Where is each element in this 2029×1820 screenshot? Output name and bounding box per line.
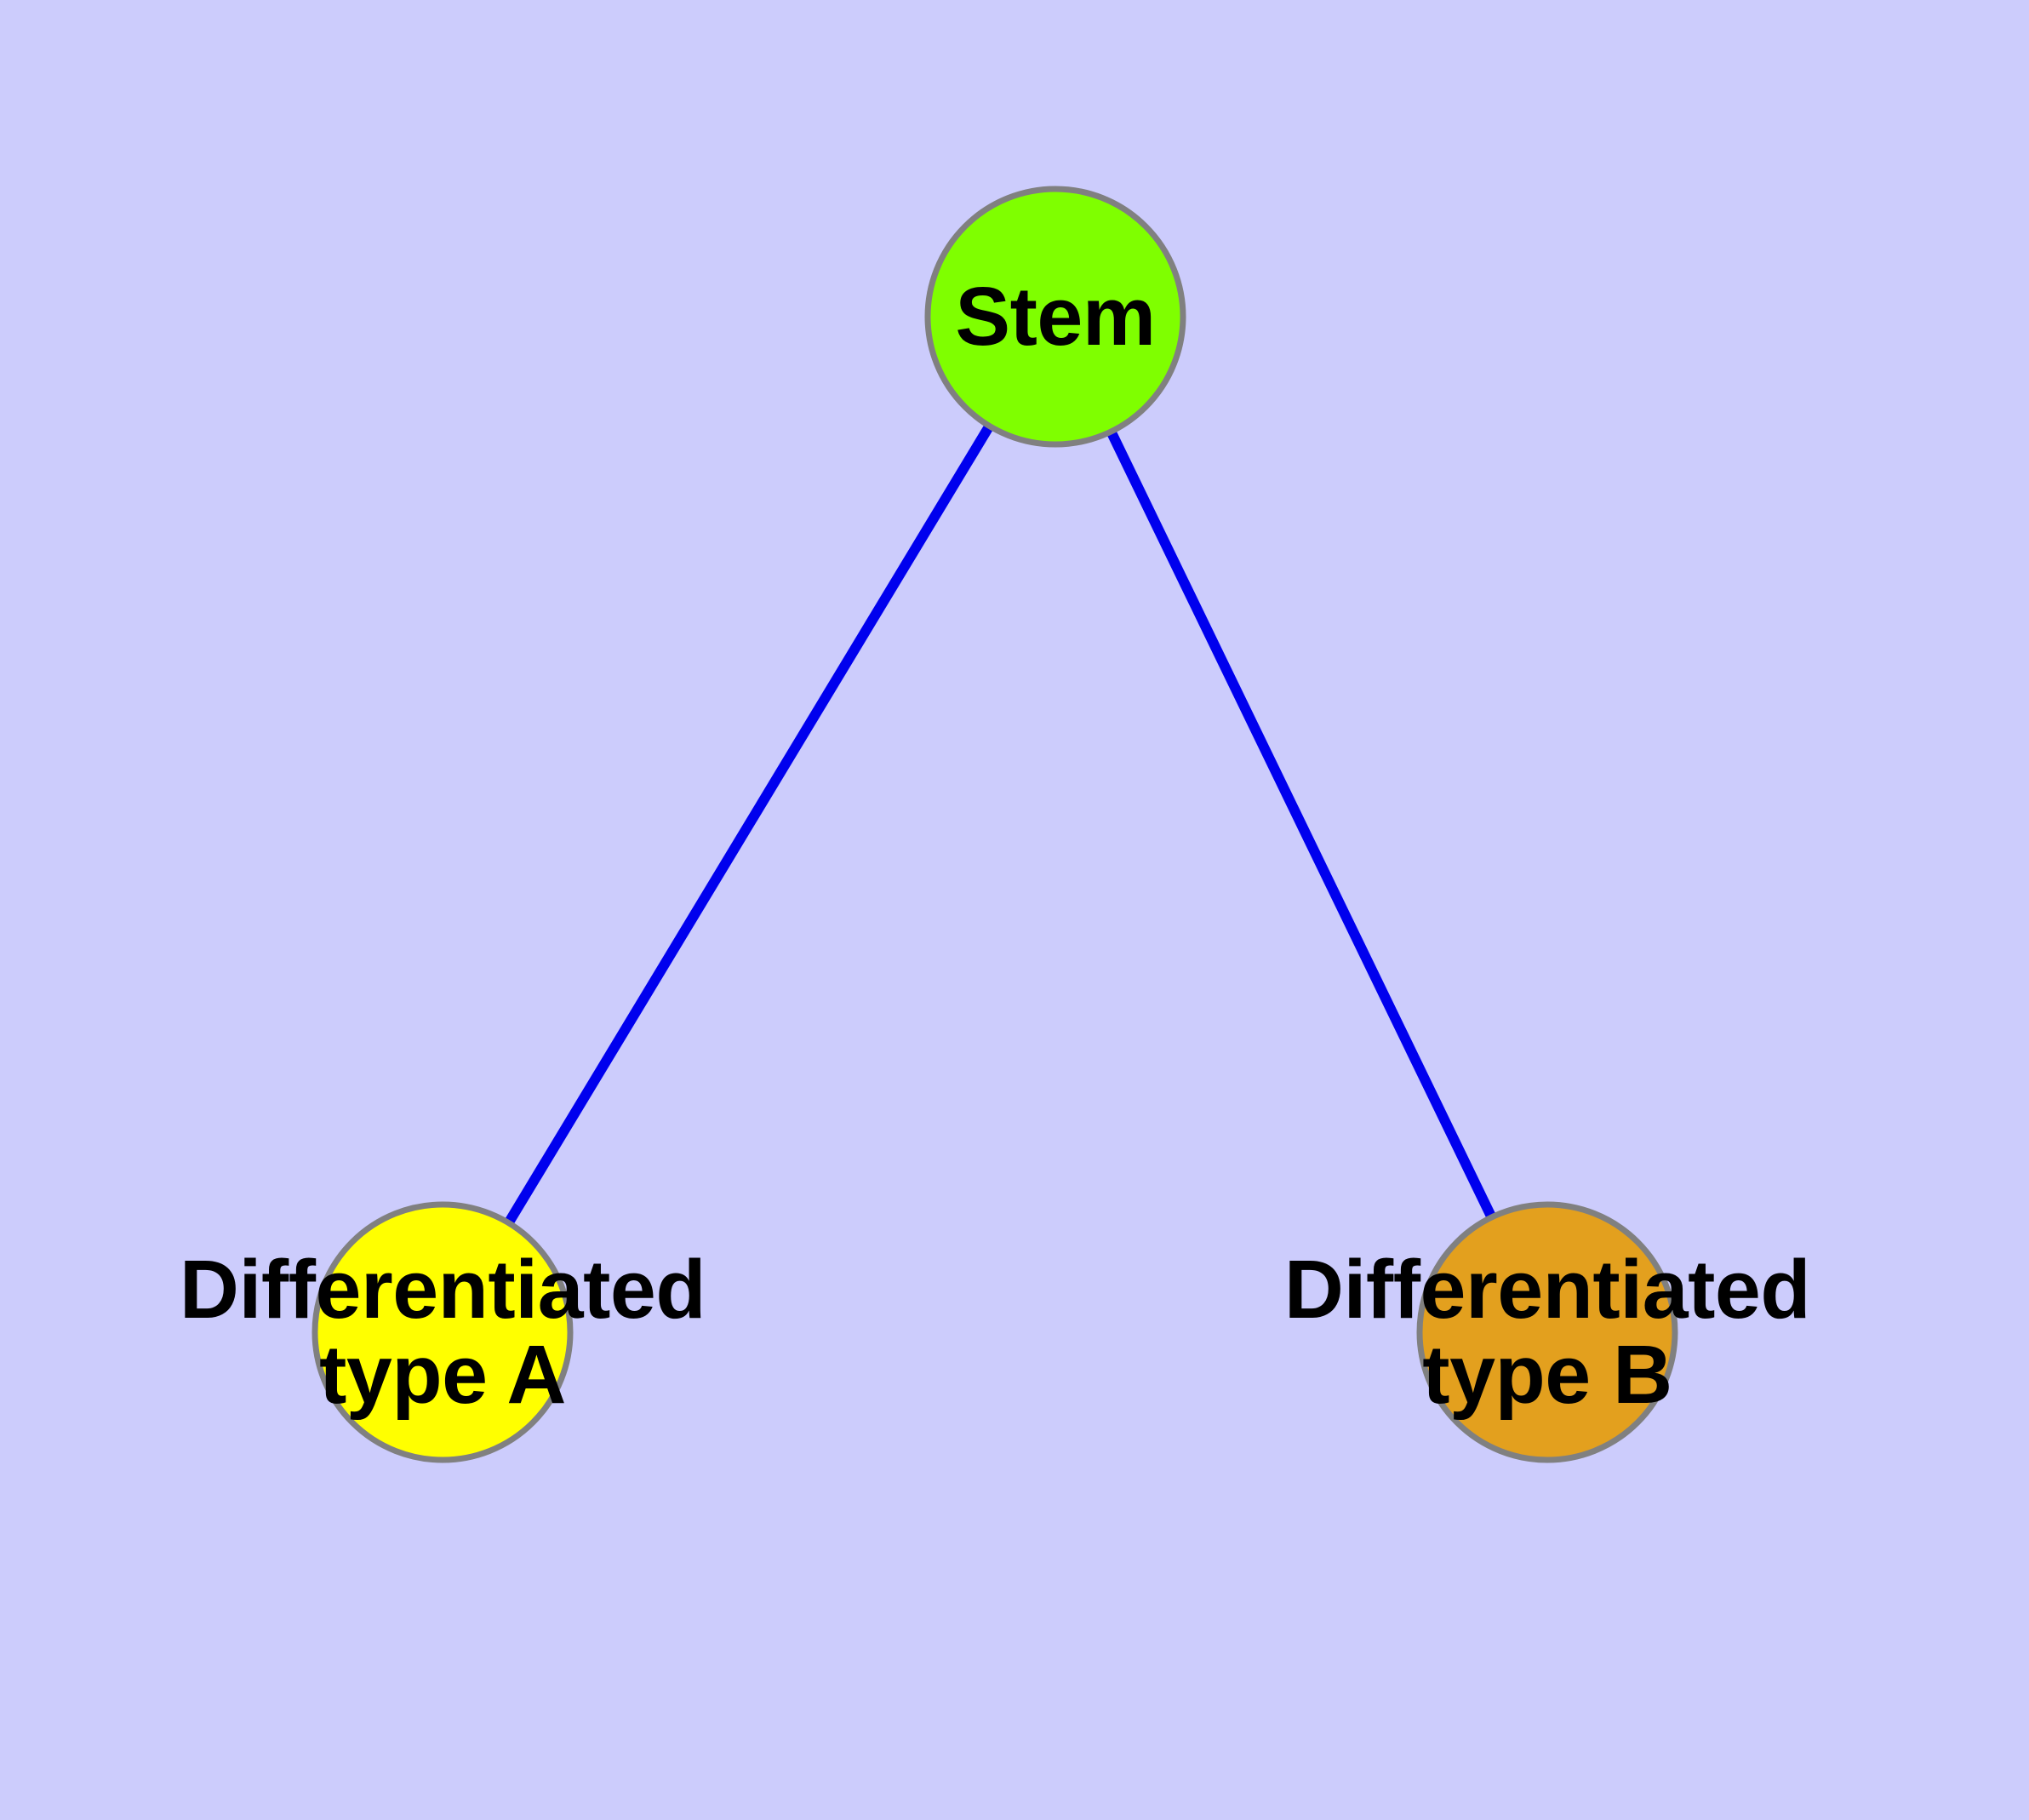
graph-edge-stem-to-diff-b[interactable]: [1106, 429, 1496, 1220]
graph-node-diff-a[interactable]: [311, 1201, 574, 1463]
graph-node-diff-b[interactable]: [1416, 1201, 1678, 1463]
graph-node-stem[interactable]: [924, 186, 1186, 448]
edge-layer: [504, 423, 1496, 1226]
node-layer: [311, 186, 1678, 1463]
graph-edge-stem-to-diff-a[interactable]: [504, 423, 994, 1226]
